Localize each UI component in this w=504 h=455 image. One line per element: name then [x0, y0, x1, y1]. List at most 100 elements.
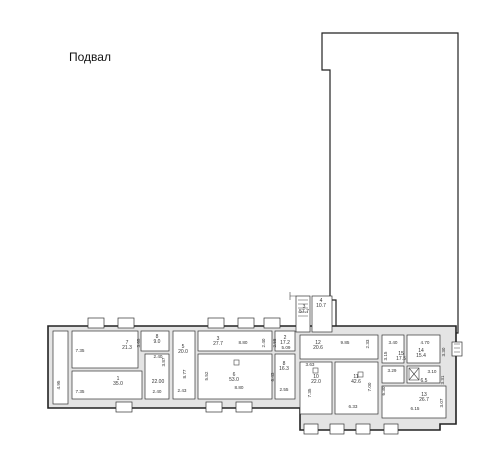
room-number: 8: [283, 361, 286, 367]
column-marker: [312, 367, 319, 374]
dimension-label: 7.35: [76, 389, 85, 394]
plan-title: Подвал: [69, 50, 111, 64]
light-well: [329, 423, 345, 435]
room-number: 3: [303, 304, 306, 310]
room-3-central: [197, 330, 273, 352]
dimension-label: 5.09: [282, 345, 291, 350]
room-8: [274, 353, 296, 400]
room-wc: [144, 353, 170, 400]
room-area: 10.7: [316, 303, 326, 309]
room-area: 20.0: [178, 349, 188, 355]
room-area: 57.7: [299, 309, 309, 315]
room-area: 22.0: [311, 379, 321, 385]
room-area: 26.7: [419, 397, 429, 403]
light-well: [383, 423, 399, 435]
dimension-label: 8.80: [235, 385, 244, 390]
room-area: 9.0: [154, 339, 161, 345]
room-area: 22.00: [152, 379, 165, 385]
room-number: 8: [156, 334, 159, 340]
room-10: [299, 361, 333, 415]
room-number: 14: [418, 348, 424, 354]
room-area: 42.6: [351, 379, 361, 385]
lift-cross: [408, 367, 420, 381]
light-well: [117, 317, 135, 329]
dimension-label: 3.65: [136, 338, 141, 347]
stair-room-4: [311, 295, 333, 333]
dimension-label: 3.29: [388, 368, 397, 373]
lift-box: [408, 367, 420, 381]
dimension-label: 2.40: [154, 354, 163, 359]
light-well: [207, 317, 225, 329]
column-marker: [357, 371, 364, 378]
dimension-label: 3.87: [161, 357, 166, 366]
room-11: [334, 361, 379, 415]
stair-room-3: [295, 295, 311, 333]
dimension-label: 4.70: [421, 340, 430, 345]
dimension-label: 7.00: [367, 382, 372, 391]
room-12: [299, 334, 379, 360]
dimension-label: 2.40: [153, 389, 162, 394]
room-number: 6: [233, 372, 236, 378]
light-well: [87, 317, 105, 329]
room-small-b: [406, 365, 441, 384]
room-2: [274, 330, 296, 352]
dimension-label: 7.35: [307, 388, 312, 397]
room-area: 20.6: [313, 345, 323, 351]
room-small-a: [381, 365, 405, 384]
room-number: 11: [353, 374, 358, 380]
room-14: [406, 334, 441, 364]
room-15: [381, 334, 405, 364]
light-well: [235, 401, 253, 413]
dimension-label: 9.85: [341, 340, 350, 345]
dimension-label: 6.33: [349, 404, 358, 409]
entrance-porch: [451, 341, 463, 357]
dimension-label: 3.07: [439, 398, 444, 407]
room-6: [197, 353, 273, 400]
dimension-label: 8.80: [239, 340, 248, 345]
stairs-icon: [298, 299, 308, 317]
room-area: 6.5: [421, 378, 428, 384]
room-number: 5: [182, 344, 185, 350]
room-number: 10: [313, 374, 319, 380]
dimension-label: 4.95: [56, 380, 61, 389]
room-5: [172, 330, 196, 400]
room-area: 21.3: [122, 345, 132, 351]
room-number: 13: [421, 392, 427, 398]
room-number: 3: [217, 336, 220, 342]
room-area: 17.5: [396, 356, 406, 362]
dimension-label: 7.35: [76, 348, 85, 353]
dimension-label: 6.43: [270, 372, 275, 381]
dimension-label: 3.31: [440, 375, 445, 384]
dimension-label: 2.40: [261, 338, 266, 347]
room-number: 15: [398, 351, 404, 357]
room-area: 27.7: [213, 341, 223, 347]
room-number: 4: [320, 298, 323, 304]
dimension-label: 5.52: [204, 371, 209, 380]
dimension-label: 3.40: [389, 340, 398, 345]
room-1: [71, 370, 143, 400]
dimension-label: 2.33: [365, 339, 370, 348]
room-number: 2: [284, 335, 287, 341]
room-8-small: [140, 330, 170, 352]
dimension-label: 6.30: [381, 386, 386, 395]
dimension-label: 3.15: [383, 351, 388, 360]
room-number: 12: [315, 340, 321, 346]
room-7: [71, 330, 139, 369]
room-number: 1: [117, 376, 120, 382]
room-number: 7: [126, 340, 129, 346]
room-area: 35.0: [113, 381, 123, 387]
dimension-label: 3.63: [306, 362, 315, 367]
dimension-label: 6.15: [411, 406, 420, 411]
light-well: [355, 423, 371, 435]
porch-steps: [454, 343, 460, 353]
room-left-strip: [52, 330, 69, 405]
light-well: [205, 401, 223, 413]
dimension-label: 2.58: [272, 338, 277, 347]
dimension-label: 2.43: [178, 388, 187, 393]
dimension-label: 3.30: [441, 347, 446, 356]
light-well: [303, 423, 319, 435]
room-area: 16.3: [279, 366, 289, 372]
light-well: [115, 401, 133, 413]
